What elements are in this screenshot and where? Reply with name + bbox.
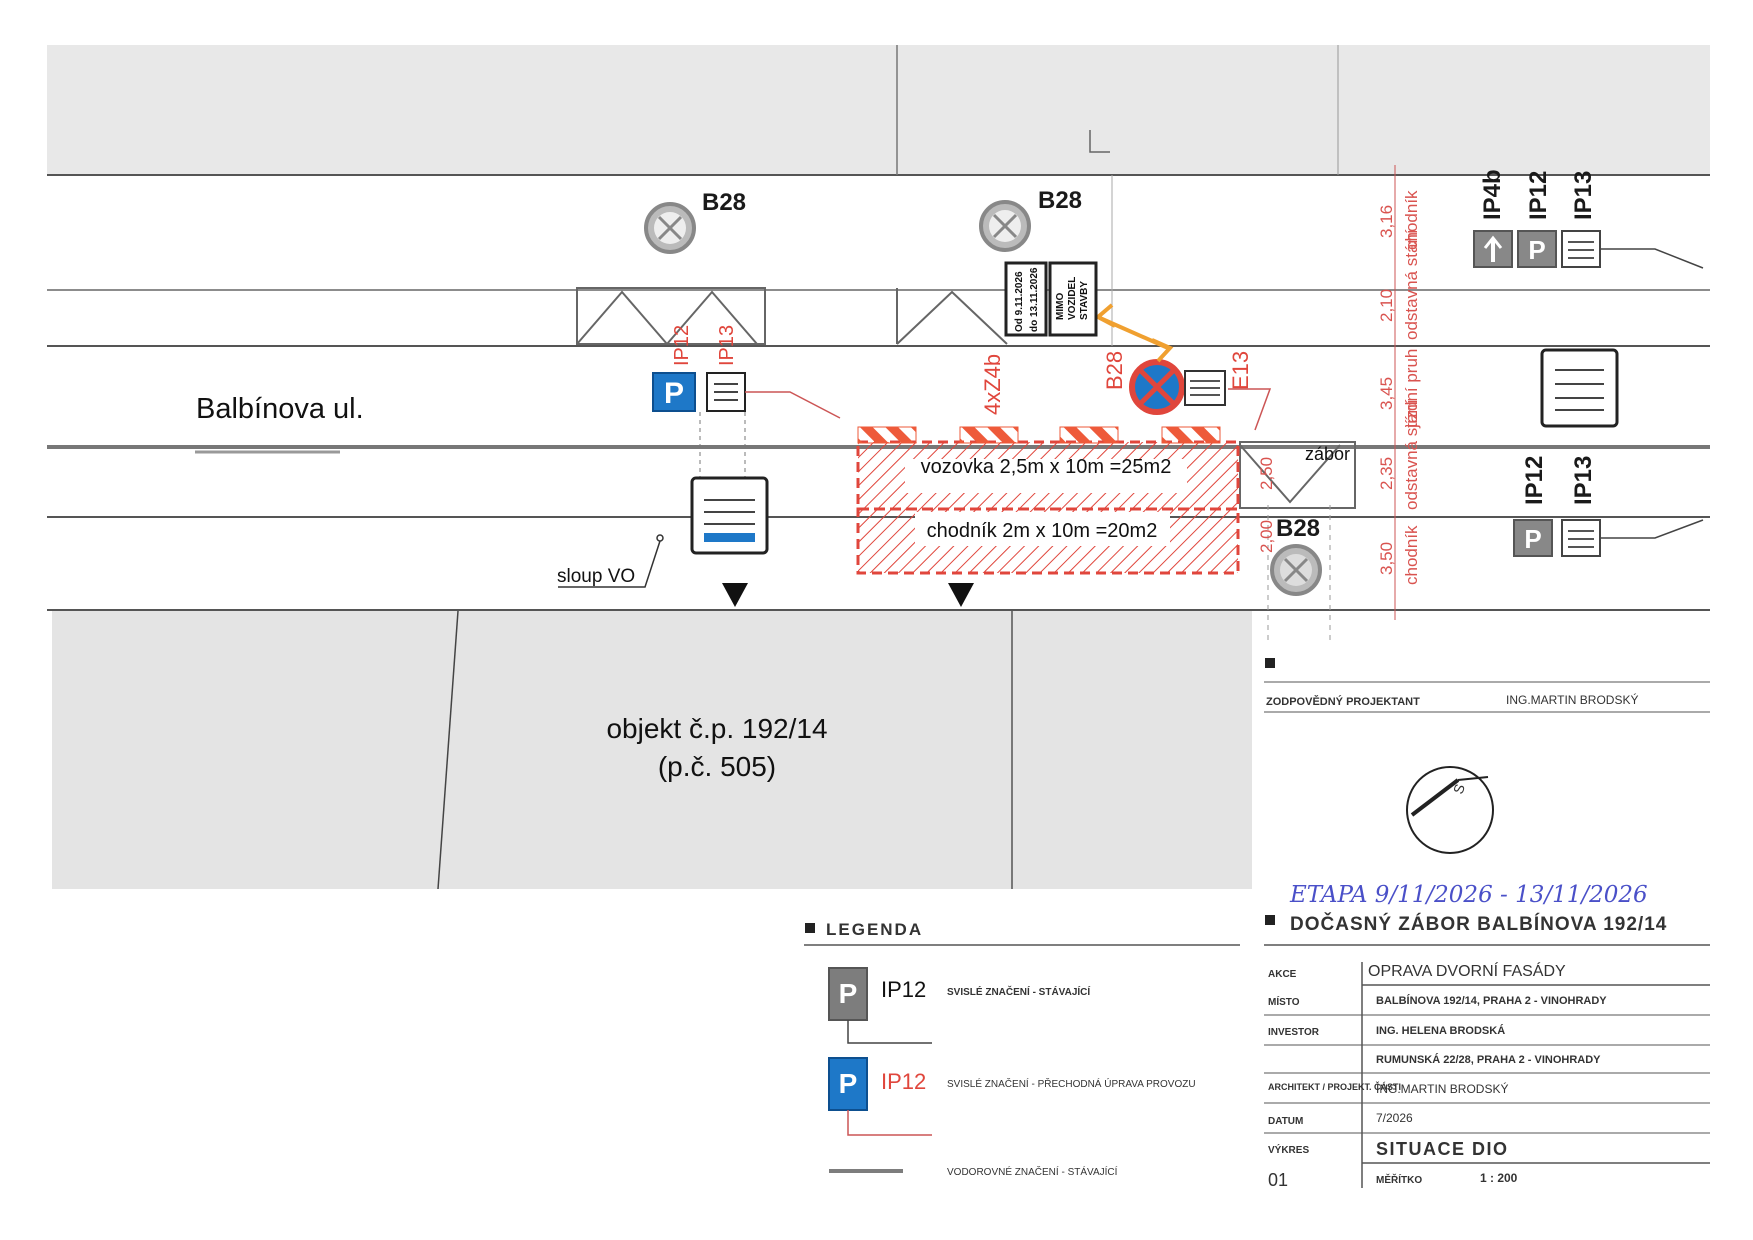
- dim-5-label: chodník: [1402, 525, 1421, 585]
- sign-ip12-right2-label: IP12: [1521, 456, 1548, 505]
- sign-ip13-right-label: IP13: [1570, 171, 1597, 220]
- dim-2-value: 2,10: [1377, 289, 1396, 322]
- legend-p-existing: P: [839, 978, 858, 1009]
- sign-ip13-temp-label: IP13: [716, 325, 738, 366]
- zone-sidewalk-label: chodník 2m x 10m =20m2: [927, 520, 1158, 542]
- north-arrow: S: [1406, 766, 1494, 854]
- dim-3-value: 3,45: [1377, 377, 1396, 410]
- sign-b28-label-2: B28: [1038, 187, 1082, 214]
- row-4-value: ING.MARTIN BRODSKÝ: [1376, 1081, 1508, 1096]
- row-6-value: SITUACE DIO: [1376, 1139, 1509, 1159]
- block-top: [47, 45, 1710, 175]
- legend-text-2: VODOROVNÉ ZNAČENÍ - STÁVAJÍCÍ: [947, 1165, 1118, 1178]
- dim-3-label: jízdní pruh: [1402, 349, 1421, 429]
- responsible-label: ZODPOVĚDNÝ PROJEKTANT: [1266, 695, 1420, 708]
- dimension-chain: 3,16 chodník 2,10 odstavná stání 3,45 jí…: [1257, 190, 1421, 585]
- dim-1-value: 3,16: [1377, 205, 1396, 238]
- row-2-value: ING. HELENA BRODSKÁ: [1376, 1024, 1505, 1037]
- sign-ip4b-label: IP4b: [1479, 169, 1506, 220]
- title-main: DOČASNÝ ZÁBOR BALBÍNOVA 192/14: [1290, 913, 1667, 935]
- arrow-orange: [1094, 303, 1174, 363]
- row-0-label: AKCE: [1268, 969, 1297, 980]
- dim-1-label: chodník: [1402, 190, 1421, 250]
- sign-ip13-right2-label: IP13: [1570, 456, 1597, 505]
- legend-code-0: IP12: [881, 977, 926, 1002]
- row-5-label: DATUM: [1268, 1116, 1303, 1127]
- zone-road-label: vozovka 2,5m x 10m =25m2: [921, 456, 1172, 478]
- building-parcel: (p.č. 505): [658, 751, 776, 782]
- row-0-value: OPRAVA DVORNÍ FASÁDY: [1368, 961, 1566, 980]
- sign-panel-middle: [690, 476, 769, 555]
- sign-b28-temporary: B28 E13: [1102, 351, 1272, 431]
- occupation-label: zábor: [1305, 444, 1350, 464]
- street-name: Balbínova ul.: [196, 393, 364, 425]
- parking-zigzag: [576, 287, 1356, 509]
- except-text-1: MIMO: [1055, 293, 1066, 320]
- sign-ip12-right-label: IP12: [1525, 171, 1552, 220]
- sign-ip12-right-p: P: [1528, 235, 1545, 265]
- signs-right-top: P IP4b IP12 IP13: [1473, 169, 1704, 428]
- sign-b28-2: B28: [979, 187, 1082, 252]
- sign-ip12-temp-label: IP12: [671, 325, 693, 366]
- legend-text-0: SVISLÉ ZNAČENÍ - STÁVAJÍCÍ: [947, 985, 1090, 998]
- legend-title: LEGENDA: [826, 920, 923, 939]
- scale-value: 1 : 200: [1480, 1171, 1518, 1185]
- sign-b28-temp-label: B28: [1102, 351, 1127, 390]
- sign-e13-label: E13: [1228, 351, 1253, 390]
- north-label: S: [1450, 782, 1468, 796]
- row-1-value: BALBÍNOVA 192/14, PRAHA 2 - VINOHRADY: [1376, 994, 1607, 1007]
- dim-2-label: odstavná stání: [1402, 229, 1421, 340]
- legend: LEGENDA P IP12 SVISLÉ ZNAČENÍ - STÁVAJÍC…: [804, 920, 1240, 1178]
- dim-5-value: 3,50: [1377, 542, 1396, 575]
- legend-text-1: SVISLÉ ZNAČENÍ - PŘECHODNÁ ÚPRAVA PROVOZ…: [947, 1077, 1196, 1090]
- legend-code-1: IP12: [881, 1069, 926, 1094]
- pole-label: sloup VO: [557, 566, 635, 587]
- block-bottom: [52, 611, 1252, 889]
- sign-except-vehicles: Od 9.11.2026 do 13.11.2026 MIMO VOZIDEL …: [1004, 261, 1098, 337]
- legend-sign-existing: [828, 967, 868, 1021]
- dim-4-label: odstavná stání: [1402, 399, 1421, 510]
- dim-small-2: 2,00: [1257, 520, 1276, 553]
- legend-p-temporary: P: [839, 1068, 858, 1099]
- row-1-label: MÍSTO: [1268, 995, 1300, 1008]
- sign-ip12-temp-p: P: [664, 377, 684, 410]
- occupation-area: vozovka 2,5m x 10m =25m2 chodník 2m x 10…: [856, 426, 1350, 575]
- dim-4-value: 2,35: [1377, 457, 1396, 490]
- sign-b28-3: B28: [1270, 515, 1322, 596]
- except-text-2: VOZIDEL: [1067, 277, 1078, 320]
- triangles: [722, 583, 974, 607]
- sign-ip12-right2-p: P: [1524, 524, 1541, 554]
- legend-sign-temporary: [828, 1057, 868, 1111]
- sheet-number: 01: [1268, 1170, 1288, 1190]
- sign-b28-label-3: B28: [1276, 515, 1320, 542]
- sign-z4b-label: 4xZ4b: [980, 354, 1005, 415]
- row-4-label: ARCHITEKT / PROJEKT. ČÁSTI: [1268, 1081, 1401, 1092]
- row-5-value: 7/2026: [1376, 1111, 1413, 1125]
- signs-right-bottom: P IP12 IP13: [1513, 456, 1704, 557]
- sign-b28-1: B28: [644, 189, 746, 254]
- date-text-1: Od 9.11.2026: [1014, 271, 1025, 332]
- sign-b28-label-1: B28: [702, 189, 746, 216]
- stage-handwritten: ETAPA 9/11/2026 - 13/11/2026: [1289, 882, 1648, 908]
- except-text-3: STAVBY: [1079, 281, 1090, 320]
- row-3-value: RUMUNSKÁ 22/28, PRAHA 2 - VINOHRADY: [1376, 1053, 1601, 1066]
- date-text-2: do 13.11.2026: [1029, 267, 1040, 332]
- dim-small-1: 2,50: [1257, 457, 1276, 490]
- pole: sloup VO: [557, 534, 664, 588]
- sign-ip12-temporary: P IP12 IP13: [652, 325, 841, 478]
- scale-label: MĚŘÍTKO: [1376, 1173, 1422, 1186]
- title-block: ZODPOVĚDNÝ PROJEKTANT ING.MARTIN BRODSKÝ…: [1264, 658, 1710, 1190]
- barrier-z4b: [857, 426, 1221, 444]
- base-plan: [47, 45, 1710, 890]
- building-name: objekt č.p. 192/14: [606, 713, 827, 744]
- row-6-label: VÝKRES: [1268, 1143, 1309, 1156]
- row-2-label: INVESTOR: [1268, 1027, 1320, 1038]
- responsible-value: ING.MARTIN BRODSKÝ: [1506, 692, 1638, 707]
